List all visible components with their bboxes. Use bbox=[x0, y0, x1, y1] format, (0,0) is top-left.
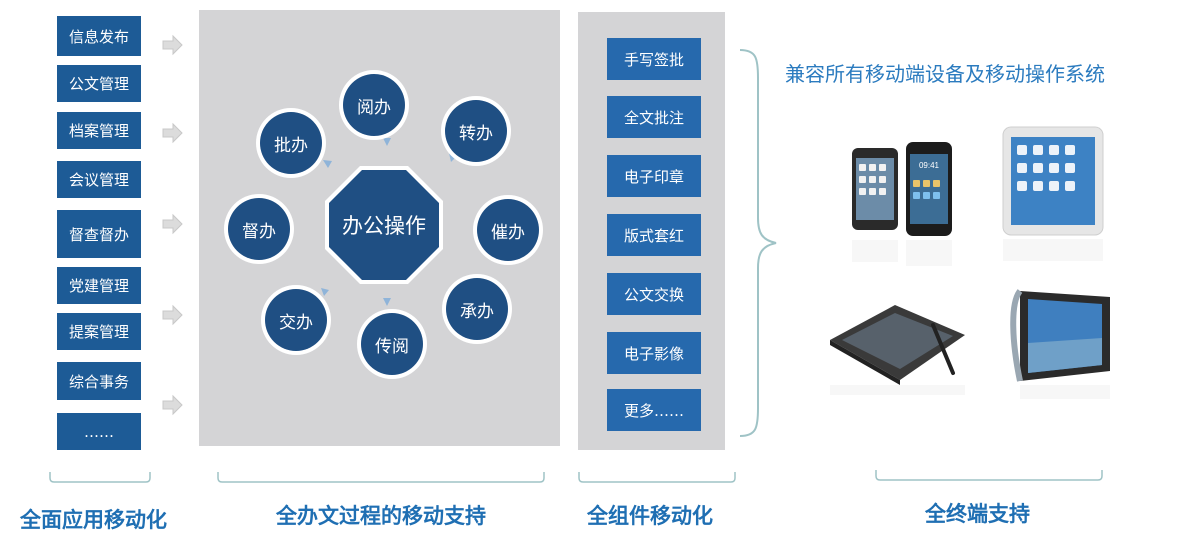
node-urge[interactable]: 催办 bbox=[477, 199, 539, 261]
bracket-right bbox=[578, 472, 736, 483]
node-review[interactable]: 阅办 bbox=[343, 74, 405, 136]
stylus-tablet-image bbox=[830, 305, 965, 395]
right-arrow-icon bbox=[162, 394, 183, 416]
right-arrow-icon bbox=[162, 122, 183, 144]
node-circulate[interactable]: 传阅 bbox=[361, 313, 423, 375]
label-full-process-mobility: 全办文过程的移动支持 bbox=[276, 504, 486, 528]
component-e-image[interactable]: 电子影像 bbox=[607, 332, 701, 374]
node-transfer[interactable]: 转办 bbox=[445, 100, 507, 162]
module-general-affairs[interactable]: 综合事务 bbox=[57, 362, 141, 400]
android-tablet-image bbox=[1010, 289, 1110, 399]
label-full-component-mobility: 全组件移动化 bbox=[587, 504, 713, 528]
bracket-left bbox=[49, 472, 151, 483]
component-annotation[interactable]: 全文批注 bbox=[607, 96, 701, 138]
module-document-management[interactable]: 公文管理 bbox=[57, 65, 141, 102]
right-arrow-icon bbox=[162, 34, 183, 56]
right-arrow-icon bbox=[162, 213, 183, 235]
phone-clock: 09:41 bbox=[919, 161, 940, 170]
bracket-far-right bbox=[875, 470, 1103, 481]
hub-label: 办公操作 bbox=[342, 214, 426, 238]
devices-title: 兼容所有移动端设备及移动操作系统 bbox=[785, 62, 1105, 86]
smartphones-image: 09:41 bbox=[852, 142, 952, 266]
component-e-seal[interactable]: 电子印章 bbox=[607, 155, 701, 197]
bracket-center bbox=[217, 472, 545, 483]
module-supervision[interactable]: 督查督办 bbox=[57, 210, 141, 258]
component-document-exchange[interactable]: 公文交换 bbox=[607, 273, 701, 315]
node-approve[interactable]: 批办 bbox=[260, 112, 322, 174]
module-party-building[interactable]: 党建管理 bbox=[57, 267, 141, 304]
module-more[interactable]: …… bbox=[57, 413, 141, 450]
hub-office-operation[interactable]: 办公操作 bbox=[325, 166, 443, 284]
module-proposal-management[interactable]: 提案管理 bbox=[57, 313, 141, 350]
right-arrow-icon bbox=[162, 304, 183, 326]
module-meeting-management[interactable]: 会议管理 bbox=[57, 161, 141, 198]
component-more[interactable]: 更多…… bbox=[607, 389, 701, 431]
component-format-template[interactable]: 版式套红 bbox=[607, 214, 701, 256]
label-full-app-mobility: 全面应用移动化 bbox=[20, 508, 167, 532]
tablet-image bbox=[1002, 126, 1104, 261]
node-supervise[interactable]: 督办 bbox=[228, 198, 290, 260]
node-assign[interactable]: 交办 bbox=[265, 289, 327, 351]
curly-brace bbox=[739, 49, 777, 437]
label-full-terminal-support: 全终端支持 bbox=[925, 502, 1030, 526]
node-undertake[interactable]: 承办 bbox=[446, 278, 508, 340]
module-info-publish[interactable]: 信息发布 bbox=[57, 16, 141, 56]
component-handwriting[interactable]: 手写签批 bbox=[607, 38, 701, 80]
module-archive-management[interactable]: 档案管理 bbox=[57, 112, 141, 149]
